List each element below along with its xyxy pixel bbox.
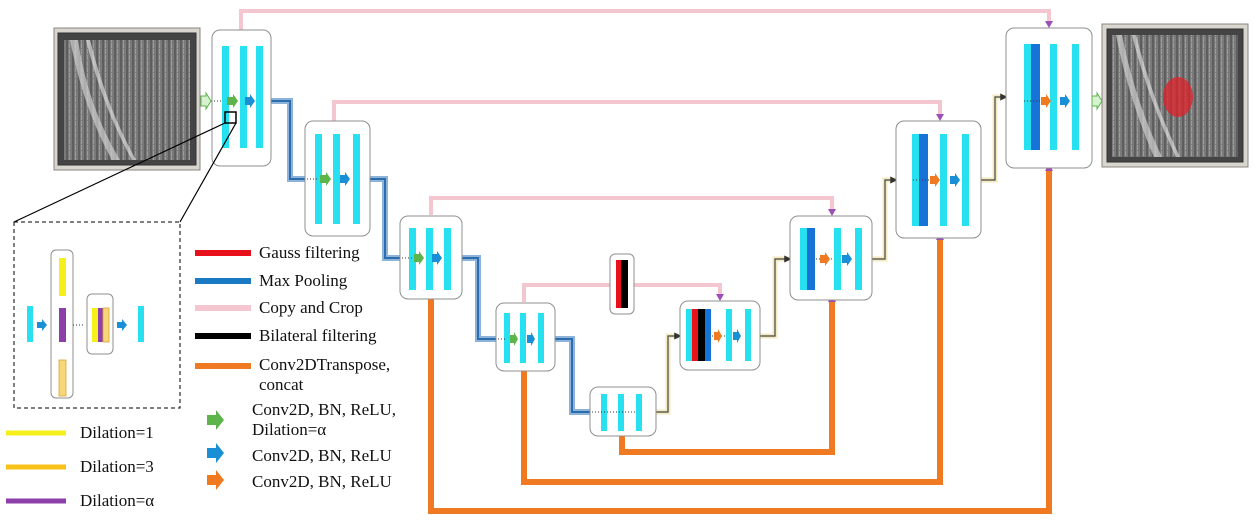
input-ultrasound-image [53, 27, 201, 171]
decoder-block-4 [1005, 27, 1103, 169]
upsampling-connections [656, 93, 1008, 415]
max-pooling-connections [271, 98, 590, 415]
dilation-1-label: Dilation=1 [80, 423, 154, 442]
legend-gauss-filtering: Gauss filtering [259, 243, 360, 262]
encoder-block-4 [495, 302, 556, 372]
legend-arrow-icons [207, 410, 224, 490]
dilation-3-label: Dilation=3 [80, 457, 154, 476]
legend-conv-transpose-concat: concat [259, 375, 304, 394]
conv-transpose-connections [428, 168, 1052, 514]
copy-crop-connections [239, 9, 1051, 302]
encoder-block-3 [399, 215, 463, 300]
dilation-alpha-label: Dilation=α [80, 491, 155, 510]
legend-bilateral-filtering: Bilateral filtering [259, 326, 377, 345]
legend-conv-blue-arrow: Conv2D, BN, ReLU [252, 446, 392, 465]
output-segmented-image [1101, 23, 1249, 168]
legend-conv-dilation-arrow: Conv2D, BN, ReLU, [252, 400, 397, 419]
legend-conv-orange-arrow: Conv2D, BN, ReLU [252, 472, 392, 491]
legend-conv-transpose: Conv2DTranspose, [259, 355, 391, 374]
bottleneck-block [589, 386, 657, 437]
legend-conv-dilation-alpha: Dilation=α [252, 420, 327, 439]
decoder-block-3 [895, 120, 982, 239]
legend-copy-and-crop: Copy and Crop [259, 298, 363, 317]
legend-swatches [195, 250, 251, 369]
legend-max-pooling: Max Pooling [259, 271, 348, 290]
encoder-block-2 [304, 120, 371, 237]
segmentation-mask [1163, 77, 1193, 117]
dilation-block-detail [27, 249, 144, 399]
decoder-block-1 [679, 300, 761, 371]
decoder-block-2 [789, 215, 873, 301]
encoder-block-1 [200, 29, 272, 167]
filter-block [609, 253, 635, 315]
copy-crop-arrowheads [716, 21, 1053, 301]
dilation-swatches [6, 430, 66, 504]
